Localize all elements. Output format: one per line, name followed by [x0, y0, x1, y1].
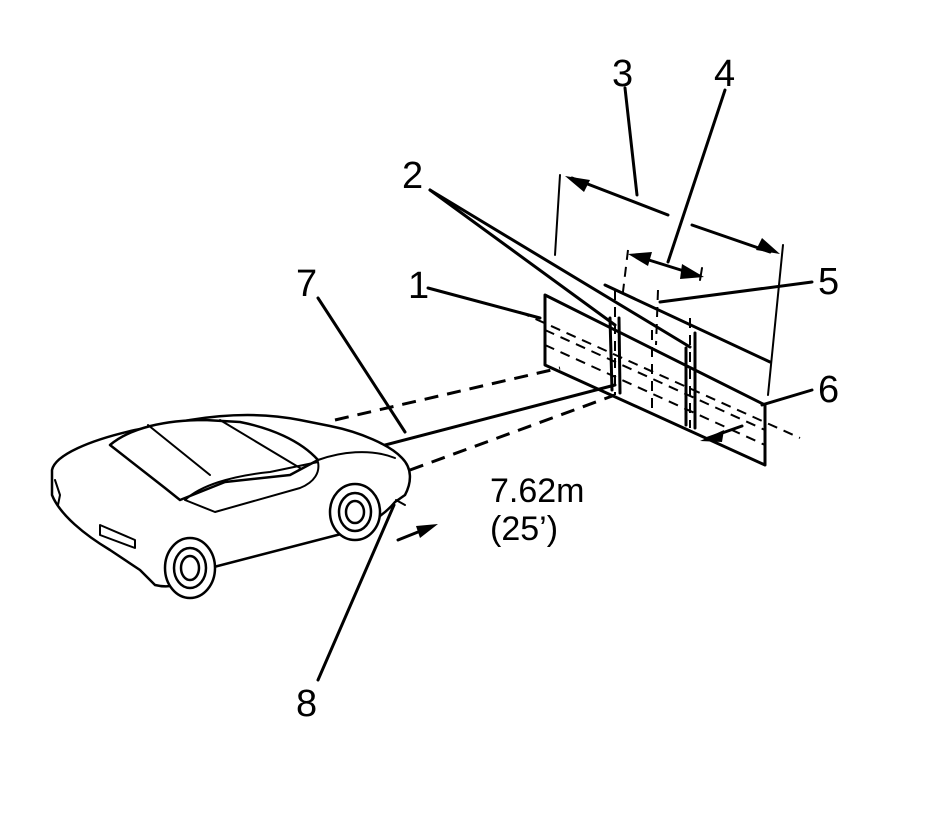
distance-imperial-label: (25’) — [490, 510, 558, 548]
callout-4: 4 — [714, 53, 735, 95]
vehicle — [50, 413, 412, 600]
callout-8: 8 — [296, 683, 317, 725]
vertical-center-lines — [608, 290, 697, 430]
distance-metric-label: 7.62m — [490, 472, 585, 510]
extension-lines — [554, 174, 784, 396]
callout-3: 3 — [612, 53, 633, 95]
callout-2: 2 — [402, 155, 423, 197]
screen-distance-arrow — [700, 424, 744, 442]
callout-6: 6 — [818, 369, 839, 411]
leader-lines — [316, 86, 814, 682]
dimension-3-arrow — [565, 176, 780, 254]
callout-7: 7 — [296, 263, 317, 305]
car-distance-arrow — [396, 524, 438, 542]
callout-5: 5 — [818, 261, 839, 303]
aiming-screen — [519, 293, 801, 467]
callout-1: 1 — [408, 265, 429, 307]
dimension-4-arrow — [628, 252, 704, 279]
